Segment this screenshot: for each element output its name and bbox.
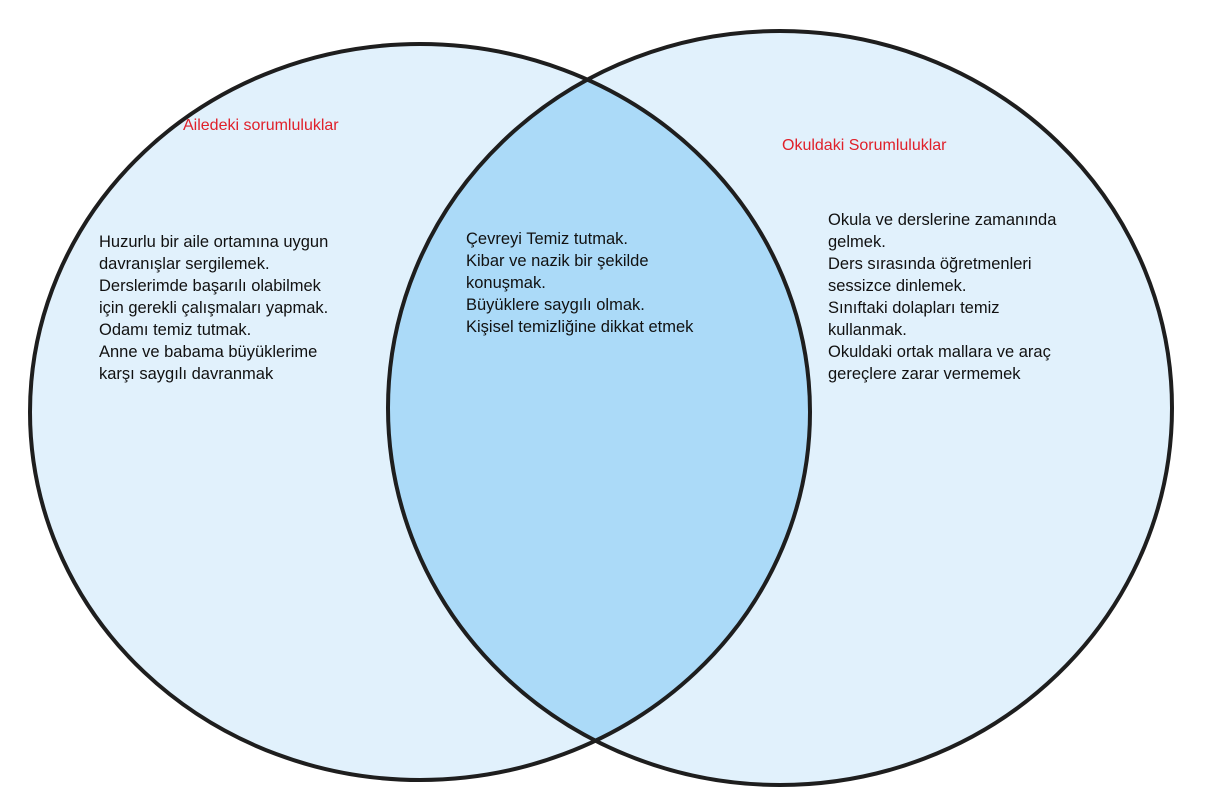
overlap-text: Çevreyi Temiz tutmak. Kibar ve nazik bir… [466,228,693,338]
overlap-region [388,44,810,780]
text-line: Büyüklere saygılı olmak. [466,296,645,314]
right-circle-text: Okula ve derslerine zamanında gelmek. De… [828,209,1056,385]
right-circle-title: Okuldaki Sorumluluklar [782,137,947,154]
right-circle-outline [386,29,1174,787]
text-line: Okula ve derslerine zamanında [828,211,1057,229]
text-line: Okuldaki ortak mallara ve araç [828,343,1051,361]
text-line: Odamı temiz tutmak. [99,321,252,339]
text-line: Anne ve babama büyüklerime [99,343,318,361]
text-line: kullanmak. [828,321,907,339]
left-circle-title: Ailedeki sorumluluklar [183,117,339,134]
text-line: Derslerimde başarılı olabilmek [99,277,321,295]
text-line: Huzurlu bir aile ortamına uygun [99,233,329,251]
text-line: Çevreyi Temiz tutmak. [466,230,628,248]
text-line: konuşmak. [466,274,546,292]
text-line: Sınıftaki dolapları temiz [828,299,1000,317]
text-line: Kişisel temizliğine dikkat etmek [466,318,694,336]
text-line: sessizce dinlemek. [828,277,967,295]
left-circle-text: Huzurlu bir aile ortamına uygun davranış… [99,231,328,385]
text-line: için gerekli çalışmaları yapmak. [99,299,329,317]
text-line: davranışlar sergilemek. [99,255,270,273]
text-line: karşı saygılı davranmak [99,365,274,383]
text-line: gereçlere zarar vermemek [828,365,1021,383]
text-line: gelmek. [828,233,886,251]
text-line: Kibar ve nazik bir şekilde [466,252,649,270]
left-circle-outline [28,42,812,782]
text-line: Ders sırasında öğretmenleri [828,255,1032,273]
